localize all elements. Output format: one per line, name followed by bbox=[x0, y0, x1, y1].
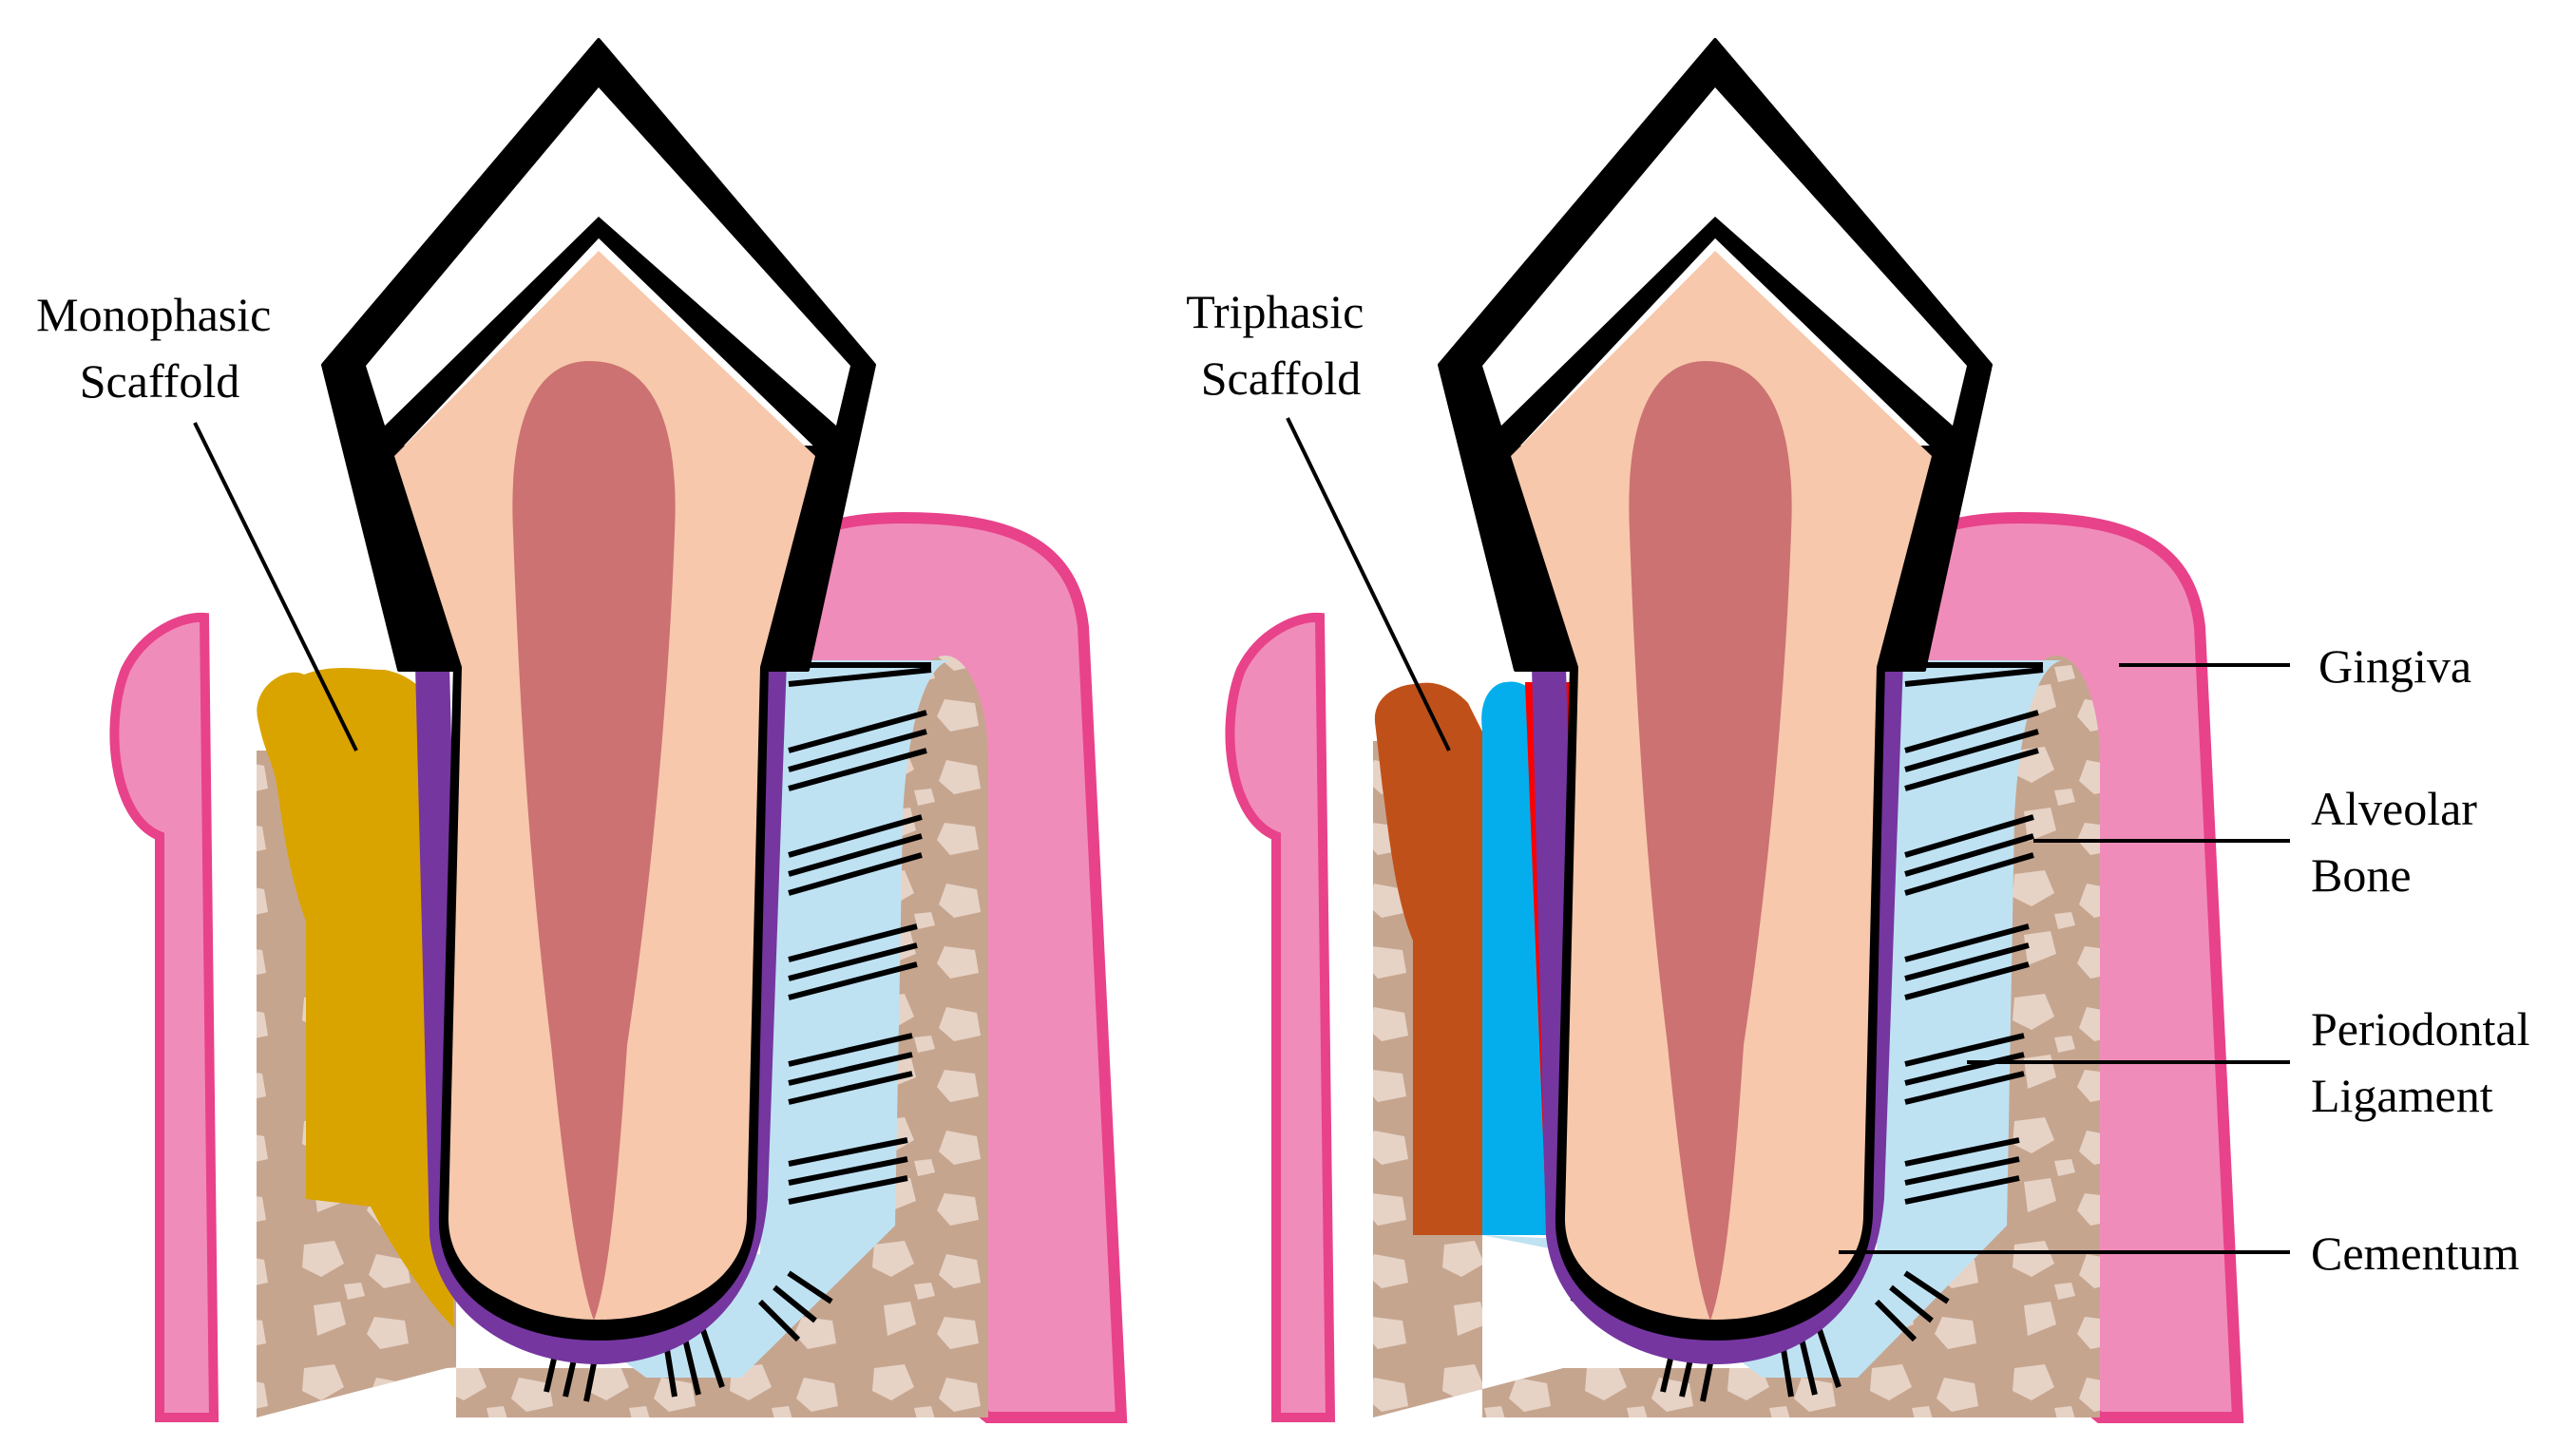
label-alveolar-bone: Alveolar Bone bbox=[2311, 782, 2489, 902]
label-gingiva: Gingiva bbox=[2318, 639, 2471, 693]
gingiva-left-outer-left bbox=[109, 612, 219, 1422]
leader-triphasic bbox=[1286, 417, 1451, 752]
monophasic-scaffold bbox=[257, 667, 454, 1328]
tooth-triphasic bbox=[1225, 38, 2244, 1423]
enamel-right bbox=[1482, 87, 1967, 426]
leader-monophasic bbox=[193, 422, 358, 752]
ligament-fibers-left bbox=[788, 662, 932, 1205]
label-triphasic-scaffold: Triphasic Scaffold bbox=[1186, 285, 1376, 405]
ligament-fibers-right bbox=[1904, 662, 2044, 1205]
gingiva-right-outer-left bbox=[1225, 612, 1336, 1422]
label-cementum: Cementum bbox=[2311, 1227, 2520, 1280]
pulp-left bbox=[512, 361, 676, 1321]
triphasic-phase-1 bbox=[1374, 682, 1482, 1235]
enamel-left bbox=[366, 87, 850, 426]
pulp-right bbox=[1629, 361, 1792, 1321]
leader-lines bbox=[193, 417, 2290, 1254]
label-periodontal-ligament: Periodontal Ligament bbox=[2311, 1002, 2542, 1122]
label-monophasic-scaffold: Monophasic Scaffold bbox=[36, 288, 283, 408]
tooth-monophasic bbox=[109, 38, 1128, 1423]
